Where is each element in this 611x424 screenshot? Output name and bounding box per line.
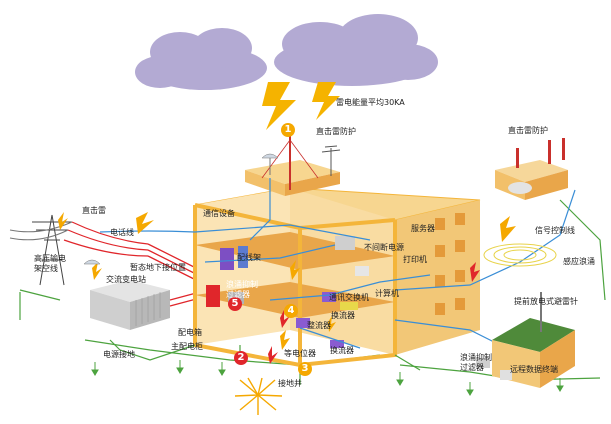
label-phone-line: 电话线	[110, 228, 134, 237]
label-comm-switch: 通讯交换机	[329, 293, 369, 302]
label-signal-ctrl: 信号控制线	[535, 226, 575, 235]
induction-surge-waves	[483, 243, 557, 267]
label-equipotential: 等电位器	[284, 349, 316, 358]
left-cloud	[135, 28, 267, 90]
label-ups: 不间断电源	[364, 243, 404, 252]
badge-1: 1	[281, 123, 295, 137]
building-sparks	[136, 212, 516, 350]
remote-terminal-house	[476, 292, 575, 388]
label-distribution-box: 配电箱	[178, 328, 202, 337]
label-remote-terminal: 远程数据终端	[510, 365, 558, 374]
label-early-arrester: 提前放电式避雷针	[514, 297, 578, 306]
label-rectifier: 整流器	[307, 321, 331, 330]
signal-cables	[99, 178, 576, 349]
label-computer: 计算机	[375, 289, 399, 298]
hv-lines-red	[63, 221, 149, 257]
cloud-lightning-bolts	[262, 82, 340, 130]
ground-arrows	[91, 360, 564, 396]
label-distribution-frame: 配线架	[237, 253, 261, 262]
label-underground-pos: 暂态地下接位置	[130, 263, 186, 272]
badge-2: 2	[234, 351, 248, 365]
label-induction-surge: 感应浪涌	[563, 257, 595, 266]
label-direct-protect-right: 直击雷防护	[508, 126, 548, 135]
outdoor-dish	[83, 259, 101, 265]
hv-tower	[9, 214, 73, 286]
label-lightning-energy: 雷电能量平均30KA	[336, 98, 405, 107]
ground-lightning-strike	[234, 377, 283, 415]
right-factory	[495, 138, 568, 200]
label-outdoor-surge: 浪涌抑制 过滤器	[460, 353, 492, 372]
substation	[90, 280, 170, 330]
label-direct-protect-main: 直击雷防护	[316, 127, 356, 136]
label-ground-well: 接地井	[278, 379, 302, 388]
label-printer: 打印机	[403, 255, 427, 264]
label-direct-strike: 直击雷	[82, 206, 106, 215]
red-sparks	[268, 262, 480, 364]
label-surge-protector: 浪涌抑制 过滤器	[226, 280, 258, 299]
label-sw-flow-small: 换流器	[330, 346, 354, 355]
label-sw-flow: 换流器	[331, 311, 355, 320]
label-power-ground: 电源接地	[103, 350, 135, 359]
label-comm-equipment: 通信设备	[203, 209, 235, 218]
label-hv-line: 高压输电 架空线	[34, 254, 66, 273]
badge-5: 5	[228, 297, 242, 311]
hv-sparks	[58, 212, 102, 280]
label-server: 服务器	[411, 224, 435, 233]
badge-4: 4	[284, 304, 298, 318]
badge-3: 3	[298, 362, 312, 376]
label-main-panel: 主配电柜	[171, 342, 203, 351]
right-cloud	[274, 14, 438, 86]
interior-equipment	[206, 236, 369, 348]
label-ac-substation: 交流变电站	[106, 275, 146, 284]
